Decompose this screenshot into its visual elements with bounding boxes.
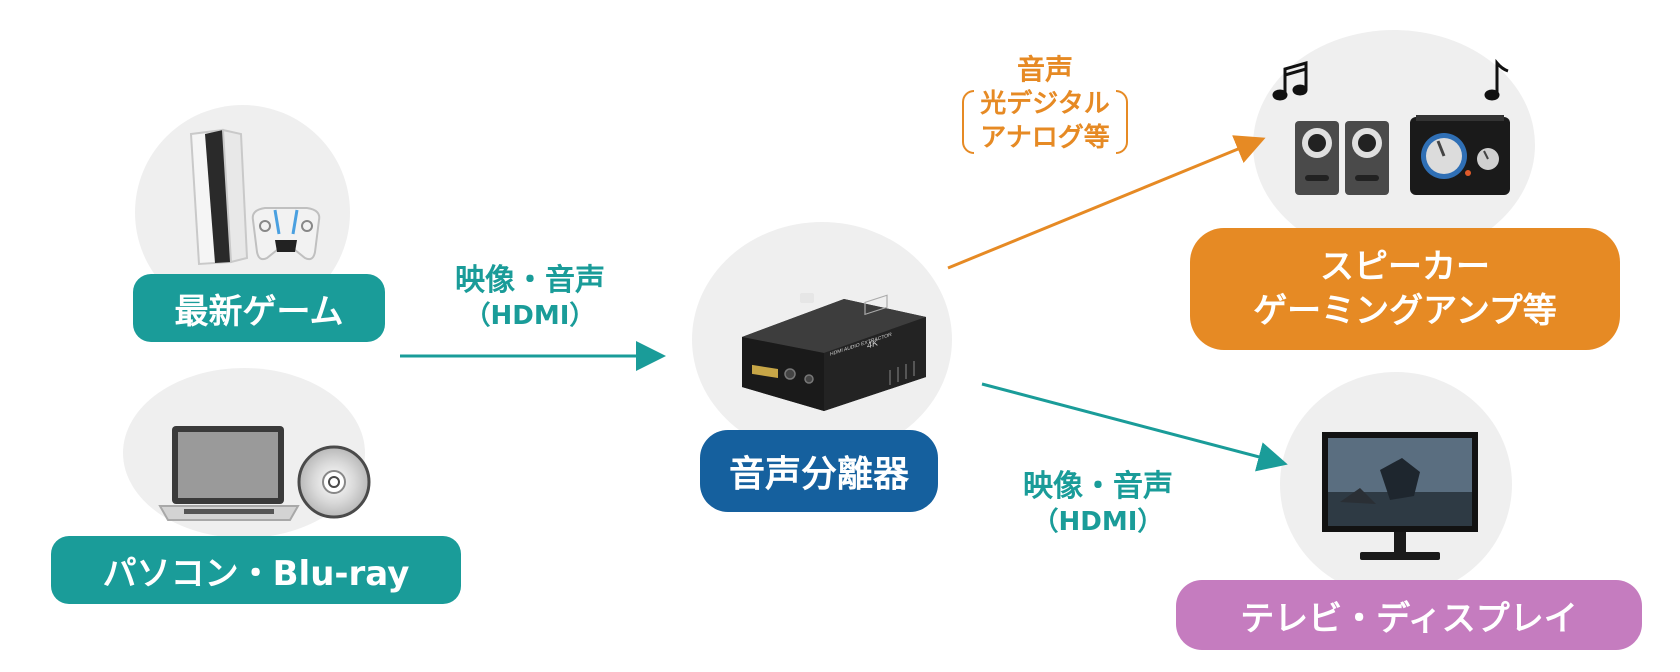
video-arrow bbox=[981, 382, 1288, 472]
speaker-amp-label: スピーカー ゲーミングアンプ等 bbox=[1190, 228, 1620, 350]
input-connection-label: 映像・音声 （HDMI） bbox=[430, 262, 630, 332]
audio-extractor-device-icon: 4K HDMI AUDIO EXTRACTOR bbox=[742, 293, 926, 411]
video-connection-interface: （HDMI） bbox=[1032, 506, 1164, 537]
game-label: 最新ゲーム bbox=[133, 274, 385, 342]
input-connection-type: 映像・音声 bbox=[455, 263, 605, 298]
music-note-icon bbox=[1272, 58, 1509, 101]
disc-icon bbox=[297, 445, 371, 519]
open-bracket-icon bbox=[962, 90, 975, 154]
video-connection-label: 映像・音声 （HDMI） bbox=[998, 468, 1198, 538]
laptop-icon bbox=[158, 426, 300, 521]
device-badge: 4K bbox=[867, 337, 879, 351]
speakers-amp-icon bbox=[1272, 58, 1510, 195]
game-console-icon bbox=[189, 128, 321, 266]
input-connection-interface: （HDMI） bbox=[464, 300, 596, 331]
audio-connection-detail: 光デジタル アナログ等 bbox=[962, 88, 1128, 156]
audio-connection-label: 音声 光デジタル アナログ等 bbox=[935, 52, 1155, 156]
speaker-label-line2: ゲーミングアンプ等 bbox=[1253, 291, 1557, 331]
extractor-label: 音声分離器 bbox=[700, 430, 938, 512]
video-connection-type: 映像・音声 bbox=[1023, 469, 1173, 504]
close-bracket-icon bbox=[1115, 90, 1128, 154]
pc-bluray-label: パソコン・Blu-ray bbox=[51, 536, 461, 604]
audio-arrow bbox=[947, 135, 1266, 270]
audio-connection-type: 音声 bbox=[1016, 53, 1073, 86]
monitor-icon bbox=[1322, 432, 1478, 560]
audio-connection-optical: 光デジタル bbox=[980, 89, 1110, 120]
tv-display-label: テレビ・ディスプレイ bbox=[1176, 580, 1642, 650]
speaker-label-line1: スピーカー bbox=[1320, 246, 1490, 287]
audio-connection-analog: アナログ等 bbox=[980, 123, 1110, 154]
